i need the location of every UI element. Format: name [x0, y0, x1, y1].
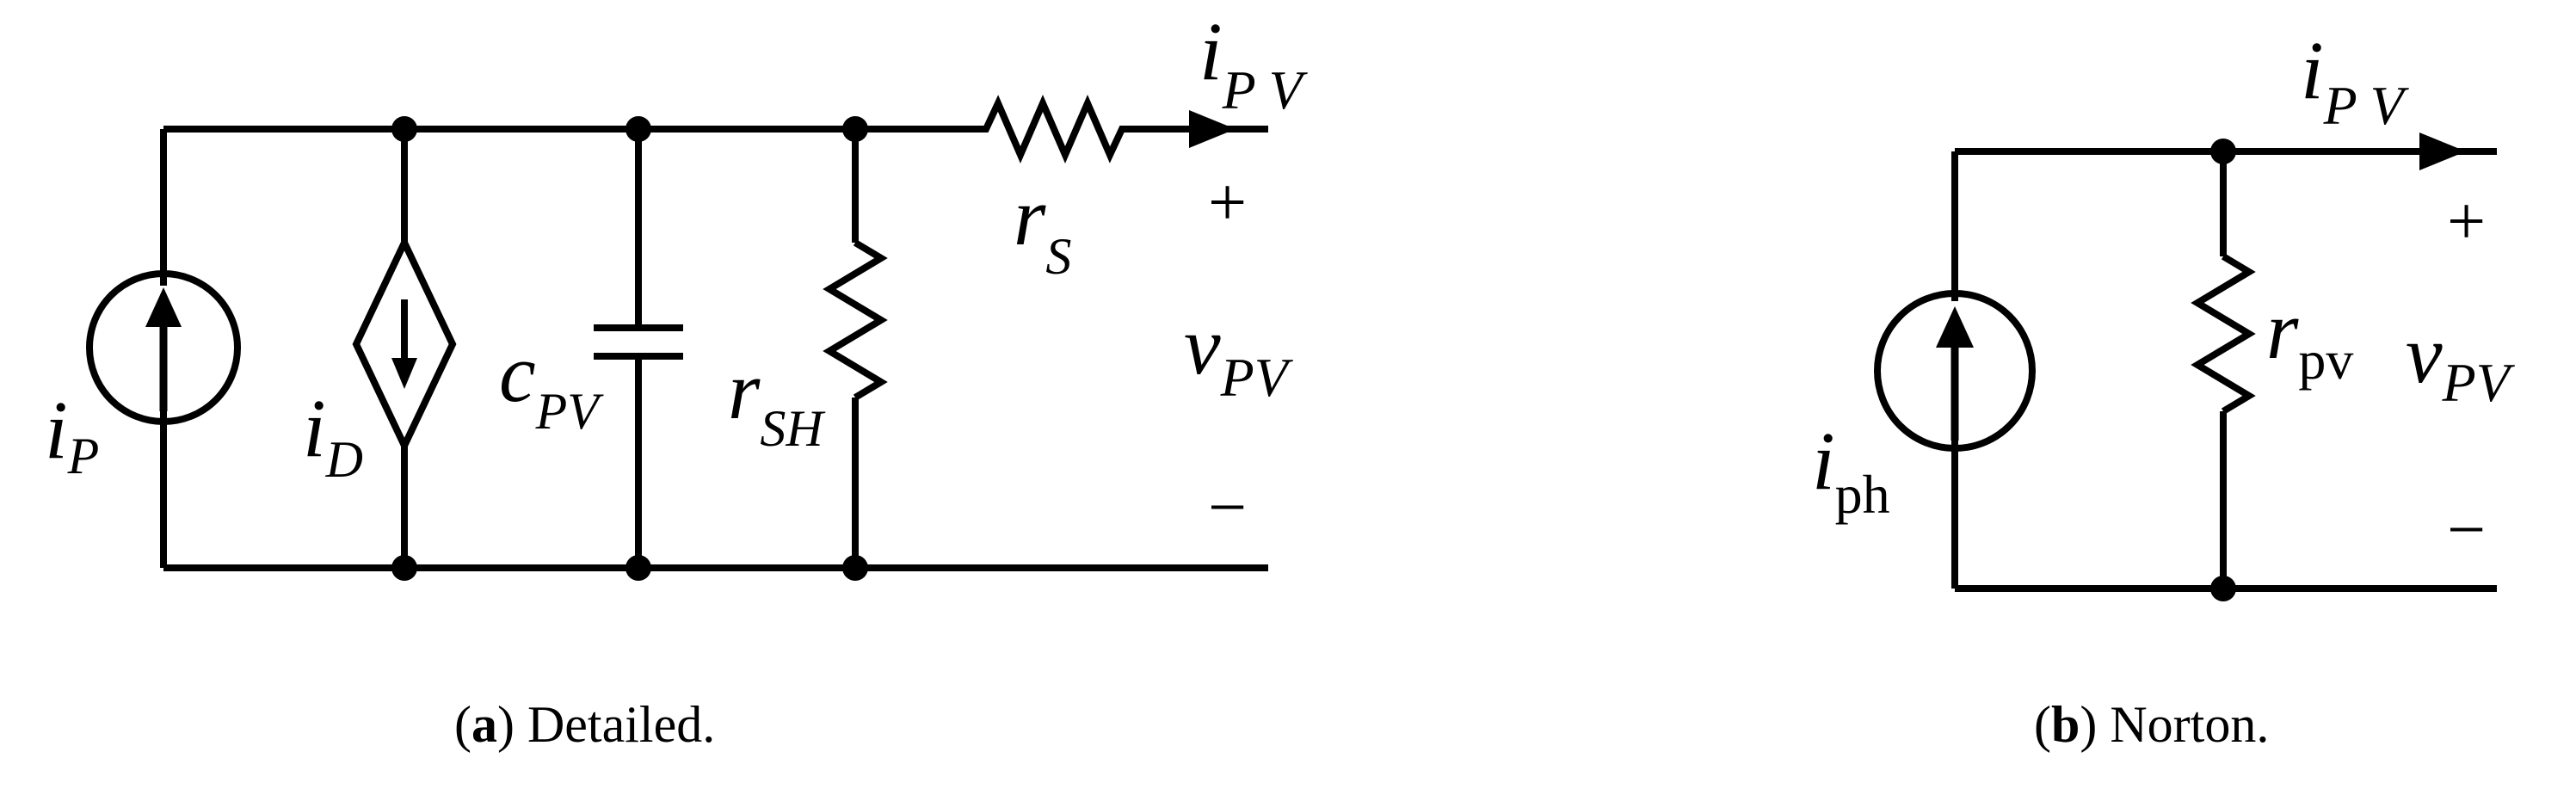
label-vpv-a: vPV	[1184, 299, 1294, 408]
dependent-current-source-id	[352, 234, 457, 454]
caption-a: (a) Detailed.	[454, 696, 715, 753]
label-ipv-b: iP V	[2301, 24, 2410, 136]
label-ip: iP	[45, 384, 99, 484]
label-rpv: rpv	[2266, 284, 2353, 391]
resistor-rsh	[823, 129, 888, 568]
minus-sign-b: −	[2447, 492, 2486, 568]
capacitor-cpv	[594, 129, 683, 568]
caption-b: (b) Norton.	[2034, 696, 2269, 753]
current-source-ip	[86, 270, 241, 425]
label-cpv: cPV	[499, 327, 604, 440]
norton-circuit: iph rpv iP V vPV + − (b) Norton.	[1812, 24, 2516, 753]
current-source-iph	[1874, 290, 2036, 452]
minus-sign-a: −	[1208, 470, 1247, 546]
junction-dots-a	[391, 116, 868, 581]
label-rs: rS	[1014, 170, 1071, 285]
output-current-arrow-b	[2418, 133, 2497, 170]
label-id: iD	[303, 382, 363, 488]
resistor-rpv	[2191, 151, 2256, 589]
label-vpv-b: vPV	[2406, 308, 2516, 413]
output-current-arrow-a	[1187, 110, 1268, 148]
plus-sign-b: +	[2447, 184, 2486, 260]
junction-dots-b	[2210, 139, 2236, 601]
plus-sign-a: +	[1208, 165, 1247, 241]
label-ipv-a: iP V	[1199, 5, 1309, 120]
resistor-rs	[977, 94, 1192, 164]
detailed-circuit: iP iD cPV rSH rS iP V vPV + − (a) Detail…	[45, 5, 1309, 753]
label-rsh: rSH	[728, 344, 826, 457]
label-iph: iph	[1812, 415, 1890, 525]
